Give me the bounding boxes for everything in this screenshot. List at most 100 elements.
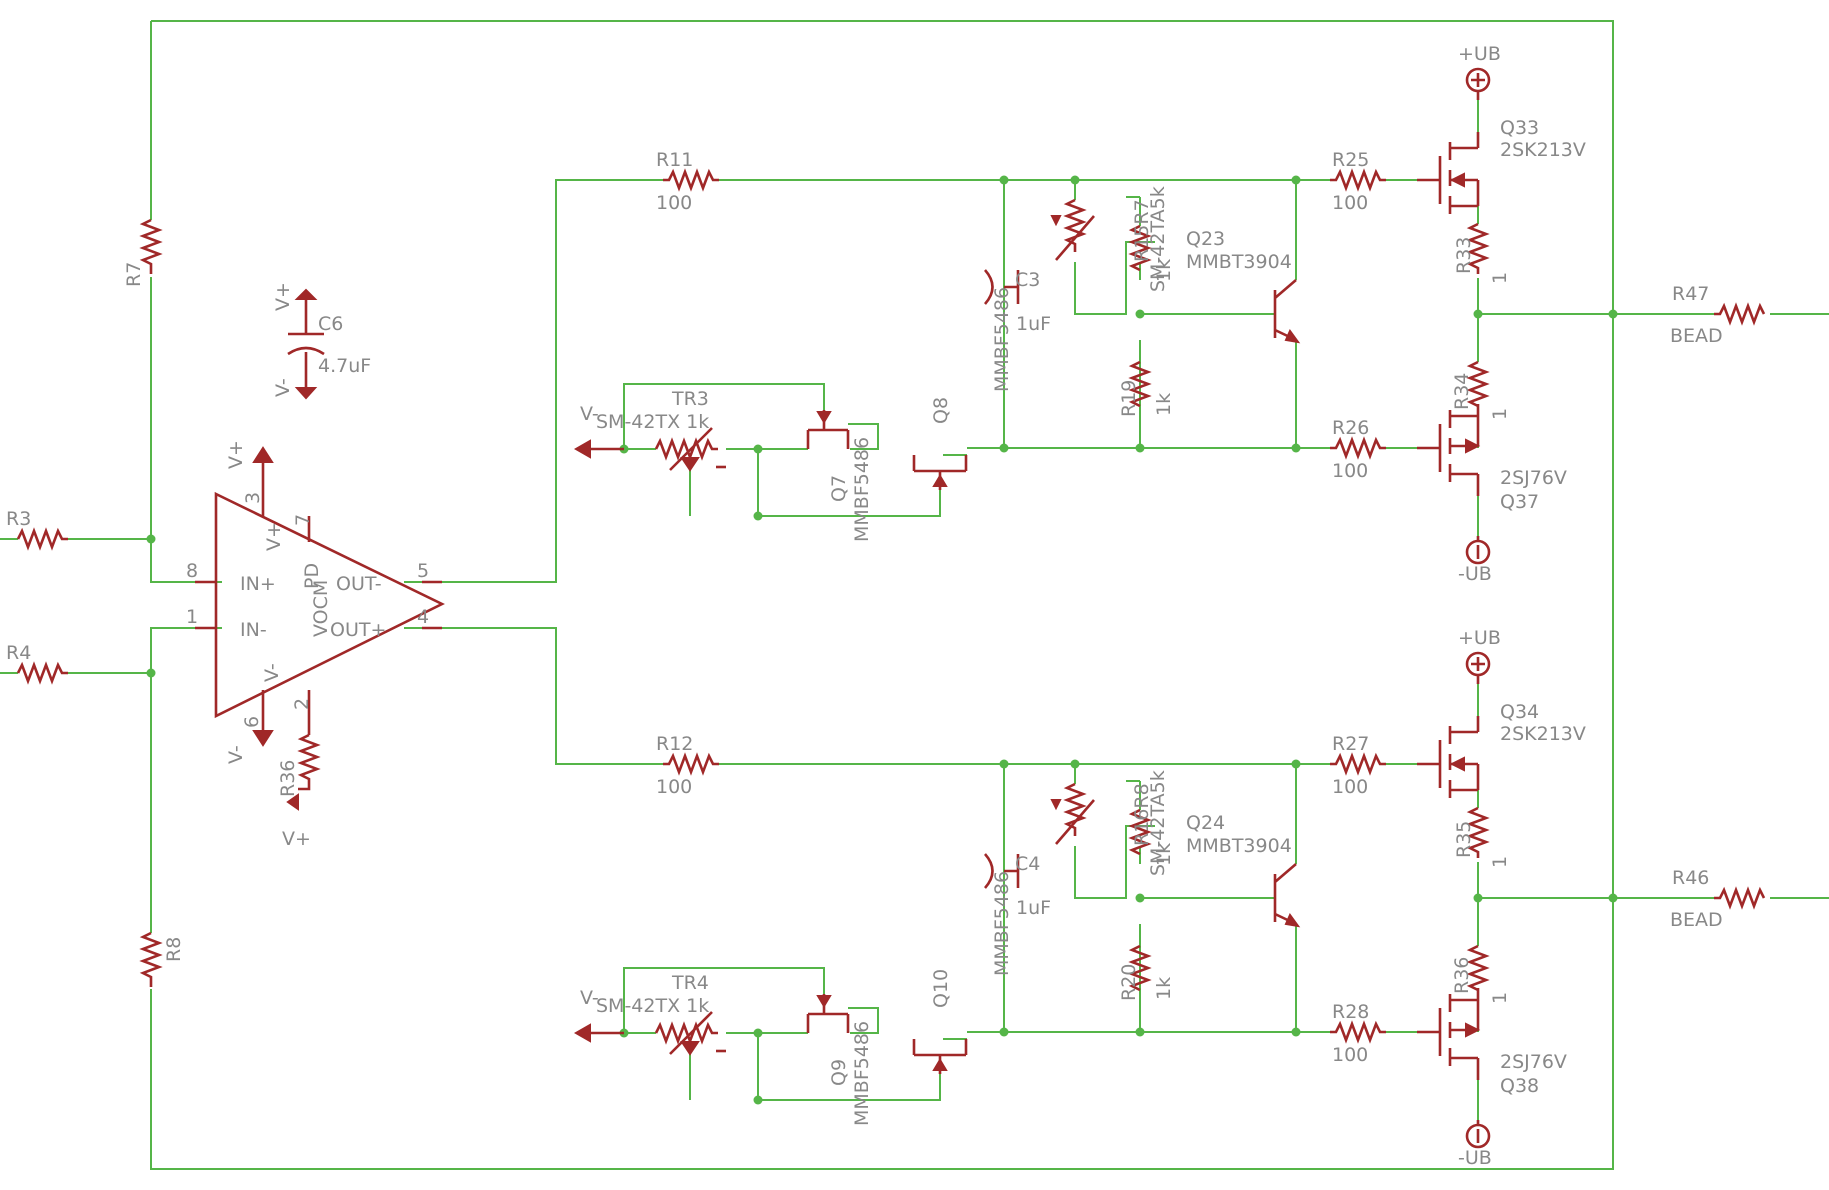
vminus-arrow-icon [252, 730, 274, 747]
r11-value: 100 [656, 192, 692, 214]
trimhi-bottom-name: SM-42TA5k [1147, 770, 1169, 876]
opamp: 3 7 8 1 5 4 6 2 V+ PD IN+ IN- OUT- OUT+ … [186, 440, 445, 764]
c6-value: 4.7uF [318, 355, 371, 377]
resistor-r7: R7 [123, 218, 163, 287]
q10-name: Q10 [930, 969, 952, 1008]
r8-name: R8 [163, 937, 185, 962]
r36a-net: V+ [282, 828, 311, 850]
r15-value: 1k [1153, 259, 1175, 282]
bottom-pos-label: +UB [1458, 627, 1501, 649]
trim-arrow-icon [680, 1041, 700, 1056]
opamp-body [214, 491, 445, 719]
supply-top-pos: +UB [1458, 43, 1501, 100]
capacitor-c6: V+ C6 4.7uF V- [272, 282, 371, 400]
resistor-r15: R15R7 1k [1128, 199, 1175, 282]
r19-value: 1k [1153, 393, 1175, 416]
bjt-q24: Q24 MMBT3904 [1186, 812, 1301, 928]
r25-value: 100 [1332, 192, 1368, 214]
opamp-pin: 8 [186, 560, 198, 582]
r12-name: R12 [656, 733, 693, 755]
trimhi-top-name: SM-42TA5k [1147, 186, 1169, 292]
r36-value: 1 [1489, 992, 1511, 1004]
trim-arrow-icon [1050, 799, 1062, 811]
opamp-label-outn: OUT- [336, 573, 382, 595]
r27-name: R27 [1332, 733, 1369, 755]
r33-name: R33 [1453, 237, 1475, 274]
top-pos-label: +UB [1458, 43, 1501, 65]
c4-value: 1uF [1016, 897, 1051, 919]
q38-value: 2SJ76V [1500, 1051, 1567, 1073]
resistor-r4: R4 [6, 642, 68, 685]
opamp-pin: 3 [242, 492, 264, 504]
emitter-arrow-icon [1284, 329, 1301, 344]
resistor-r47: R47 BEAD [1670, 283, 1766, 347]
r36a-name: R36 [277, 760, 299, 797]
c6-vtop: V+ [272, 282, 294, 311]
trimmer-bottom-hi: SM-42TA5k [1050, 770, 1169, 876]
jfet-q10: Q10 MMBF5486 [912, 871, 1013, 1074]
r35-name: R35 [1453, 821, 1475, 858]
r7-name: R7 [123, 262, 145, 287]
opamp-pin: 7 [292, 514, 314, 526]
q33-name: Q33 [1500, 117, 1539, 139]
q9-name: Q9 [828, 1059, 850, 1086]
opamp-pin: 4 [417, 606, 429, 628]
gate-arrow-icon [816, 411, 832, 424]
vminus-arrow-icon [294, 387, 318, 400]
q8-name: Q8 [930, 397, 952, 424]
r33-value: 1 [1489, 272, 1511, 284]
junctions-top [146, 175, 1618, 544]
vplus-arrow-icon [252, 446, 274, 463]
r46-name: R46 [1672, 867, 1709, 889]
r16-name: R16R8 [1131, 783, 1153, 846]
opamp-pin: 5 [417, 560, 429, 582]
opamp-label-inp: IN+ [240, 573, 276, 595]
mosfet-q33: Q33 2SK213V [1417, 117, 1586, 214]
r36-name: R36 [1451, 957, 1473, 994]
q33-value: 2SK213V [1500, 139, 1586, 161]
supply-bottom-neg: -UB [1458, 1120, 1492, 1169]
tr4-value: SM-42TX 1k [596, 995, 709, 1017]
r11-name: R11 [656, 149, 693, 171]
opamp-label-vocm: VOCM [310, 580, 332, 637]
supply-bottom-pos: +UB [1458, 627, 1501, 684]
resistor-r8: R8 [139, 931, 185, 987]
resistor-r46: R46 BEAD [1670, 867, 1766, 931]
fet-arrow-icon [1449, 172, 1465, 188]
q37-value: 2SJ76V [1500, 467, 1567, 489]
trimmer-tr4: V- TR4 SM-42TX 1k [573, 972, 726, 1056]
q24-name: Q24 [1186, 812, 1225, 834]
q7-name: Q7 [828, 475, 850, 502]
gate-arrow-icon [816, 995, 832, 1008]
r27-value: 100 [1332, 776, 1368, 798]
resistor-r12: R12 100 [656, 733, 719, 798]
junctions-bottom [146, 668, 1618, 1105]
q7-value: MMBF5486 [851, 437, 873, 542]
opamp-pin: 2 [291, 698, 313, 710]
bjt-q23: Q23 MMBT3904 [1186, 228, 1301, 344]
tr3-net: V- [580, 403, 599, 425]
r12-value: 100 [656, 776, 692, 798]
jfet-q9: Q9 MMBF5486 [806, 994, 873, 1126]
opamp-pin: 6 [241, 716, 263, 728]
vminus-arrow-icon [573, 439, 591, 459]
capacitor-c3: C3 1uF [984, 269, 1051, 335]
q37-name: Q37 [1500, 491, 1539, 513]
opamp-supply-top: V+ [225, 440, 247, 469]
gate-arrow-icon [932, 474, 948, 487]
resistor-r27: R27 100 [1330, 733, 1386, 798]
opamp-pin: 1 [186, 606, 198, 628]
q34-name: Q34 [1500, 701, 1539, 723]
c3-name: C3 [1015, 269, 1040, 291]
fet-arrow-icon [1465, 438, 1481, 454]
trim-arrow-icon [680, 457, 700, 472]
resistor-r34: R34 1 [1451, 360, 1511, 420]
jfet-q8: Q8 MMBF5486 [912, 287, 1013, 490]
bottom-neg-label: -UB [1458, 1147, 1492, 1169]
opamp-label-vplus: V+ [263, 522, 285, 551]
resistor-r3: R3 [6, 508, 68, 551]
r35-value: 1 [1489, 856, 1511, 868]
tr4-net: V- [580, 987, 599, 1009]
opamp-label-outp: OUT+ [330, 619, 386, 641]
